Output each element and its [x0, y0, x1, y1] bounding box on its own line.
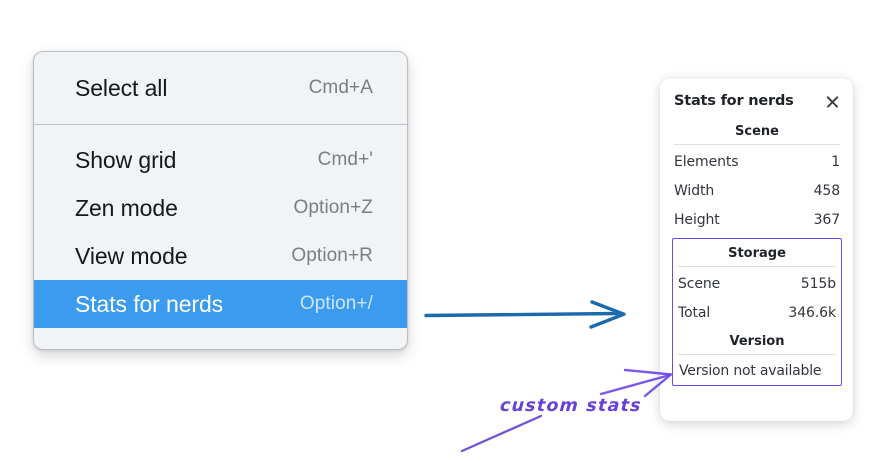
stats-row-key: Total [678, 304, 711, 321]
stats-row-storage-scene: Scene 515b [678, 269, 836, 298]
menu-item-shortcut: Option+R [291, 245, 373, 266]
stats-row-value: 458 [813, 182, 841, 199]
menu-item-shortcut: Option+Z [293, 197, 373, 218]
section-rule [678, 354, 836, 355]
stats-row-value: 1 [831, 153, 840, 170]
stats-row-value: 346.6k [788, 304, 836, 321]
stats-row-key: Height [674, 211, 720, 228]
section-rule [678, 266, 836, 267]
stats-for-nerds-panel[interactable]: Stats for nerds Scene Elements 1 Width 4… [660, 78, 853, 421]
stats-panel-header: Stats for nerds [672, 88, 842, 114]
close-icon[interactable] [824, 93, 841, 110]
blue-pointer-arrow [424, 300, 626, 329]
menu-item-select-all[interactable]: Select all Cmd+A [34, 64, 407, 112]
stats-section-version: Version Version not available [676, 327, 838, 381]
stats-section-scene: Scene Elements 1 Width 458 Height 367 [672, 114, 842, 234]
menu-bottom-padding [34, 328, 407, 348]
section-title: Version [729, 334, 785, 349]
menu-item-label: Zen mode [75, 194, 178, 221]
menu-item-zen-mode[interactable]: Zen mode Option+Z [34, 184, 407, 232]
menu-item-view-mode[interactable]: View mode Option+R [34, 232, 407, 280]
stats-row-width: Width 458 [674, 176, 840, 205]
menu-item-stats-for-nerds[interactable]: Stats for nerds Option+/ [34, 280, 407, 328]
stats-row-storage-total: Total 346.6k [678, 298, 836, 327]
section-title: Storage [728, 246, 786, 261]
menu-item-label: View mode [75, 242, 188, 269]
menu-item-shortcut: Cmd+' [317, 149, 373, 170]
menu-item-label: Show grid [75, 146, 177, 173]
menu-divider [34, 124, 407, 125]
stats-row-key: Elements [674, 153, 739, 170]
custom-stats-highlight-box: Storage Scene 515b Total 346.6k Version … [672, 238, 842, 386]
context-menu-group-2: Show grid Cmd+' Zen mode Option+Z View m… [34, 125, 407, 348]
stats-row-key: Width [674, 182, 715, 199]
section-title: Scene [735, 124, 779, 139]
stats-row-height: Height 367 [674, 205, 840, 234]
stats-row-value: 367 [813, 211, 841, 228]
stats-row-elements: Elements 1 [674, 147, 840, 176]
menu-item-shortcut: Cmd+A [308, 77, 373, 98]
section-rule [674, 144, 840, 145]
stats-panel-title: Stats for nerds [674, 93, 794, 109]
version-not-available-text: Version not available [679, 363, 822, 379]
context-menu-group-1: Select all Cmd+A [34, 52, 407, 124]
annotation-label: custom stats [499, 396, 643, 416]
menu-item-shortcut: Option+/ [299, 293, 373, 314]
stats-row-key: Scene [678, 275, 721, 292]
stats-section-storage: Storage Scene 515b Total 346.6k [676, 239, 838, 327]
menu-item-show-grid[interactable]: Show grid Cmd+' [34, 136, 407, 184]
stats-row-value: 515b [800, 275, 836, 292]
menu-item-label: Select all [75, 74, 168, 101]
purple-underline-stroke [460, 414, 543, 453]
context-menu[interactable]: Select all Cmd+A Show grid Cmd+' Zen mod… [33, 51, 408, 350]
menu-item-label: Stats for nerds [75, 290, 224, 317]
